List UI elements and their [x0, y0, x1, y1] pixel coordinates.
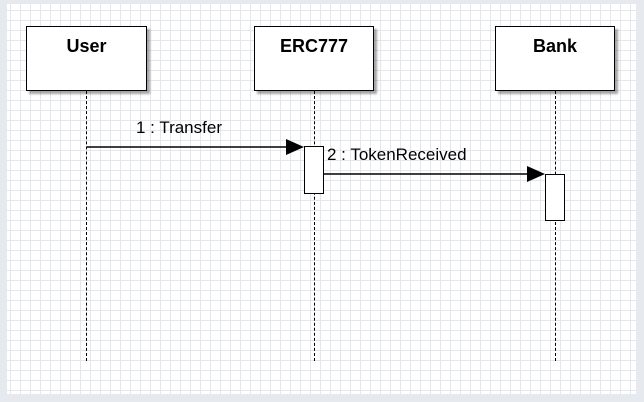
lifeline-erc777[interactable]: ERC777	[254, 26, 374, 91]
lifeline-user-line	[86, 91, 87, 361]
message-2-label: 2 : TokenReceived	[327, 145, 467, 164]
lifeline-erc777-name: ERC777	[279, 36, 349, 56]
canvas-border-left	[0, 0, 7, 402]
lifeline-bank-name: Bank	[532, 36, 577, 56]
message-1-arrow[interactable]	[87, 139, 304, 155]
lifeline-erc777-line	[314, 91, 315, 361]
activation-bank[interactable]	[545, 174, 565, 221]
message-1-label: 1 : Transfer	[136, 118, 222, 137]
lifeline-user[interactable]: User	[26, 26, 147, 91]
activation-erc777[interactable]	[304, 146, 324, 194]
lifeline-user-name: User	[66, 36, 107, 56]
canvas-border-bottom	[0, 394, 644, 402]
message-2-arrow[interactable]	[324, 166, 545, 182]
canvas-border-top	[0, 0, 644, 4]
canvas-border-right	[636, 0, 644, 402]
lifeline-bank-line	[555, 91, 556, 361]
lifeline-bank[interactable]: Bank	[495, 26, 615, 91]
